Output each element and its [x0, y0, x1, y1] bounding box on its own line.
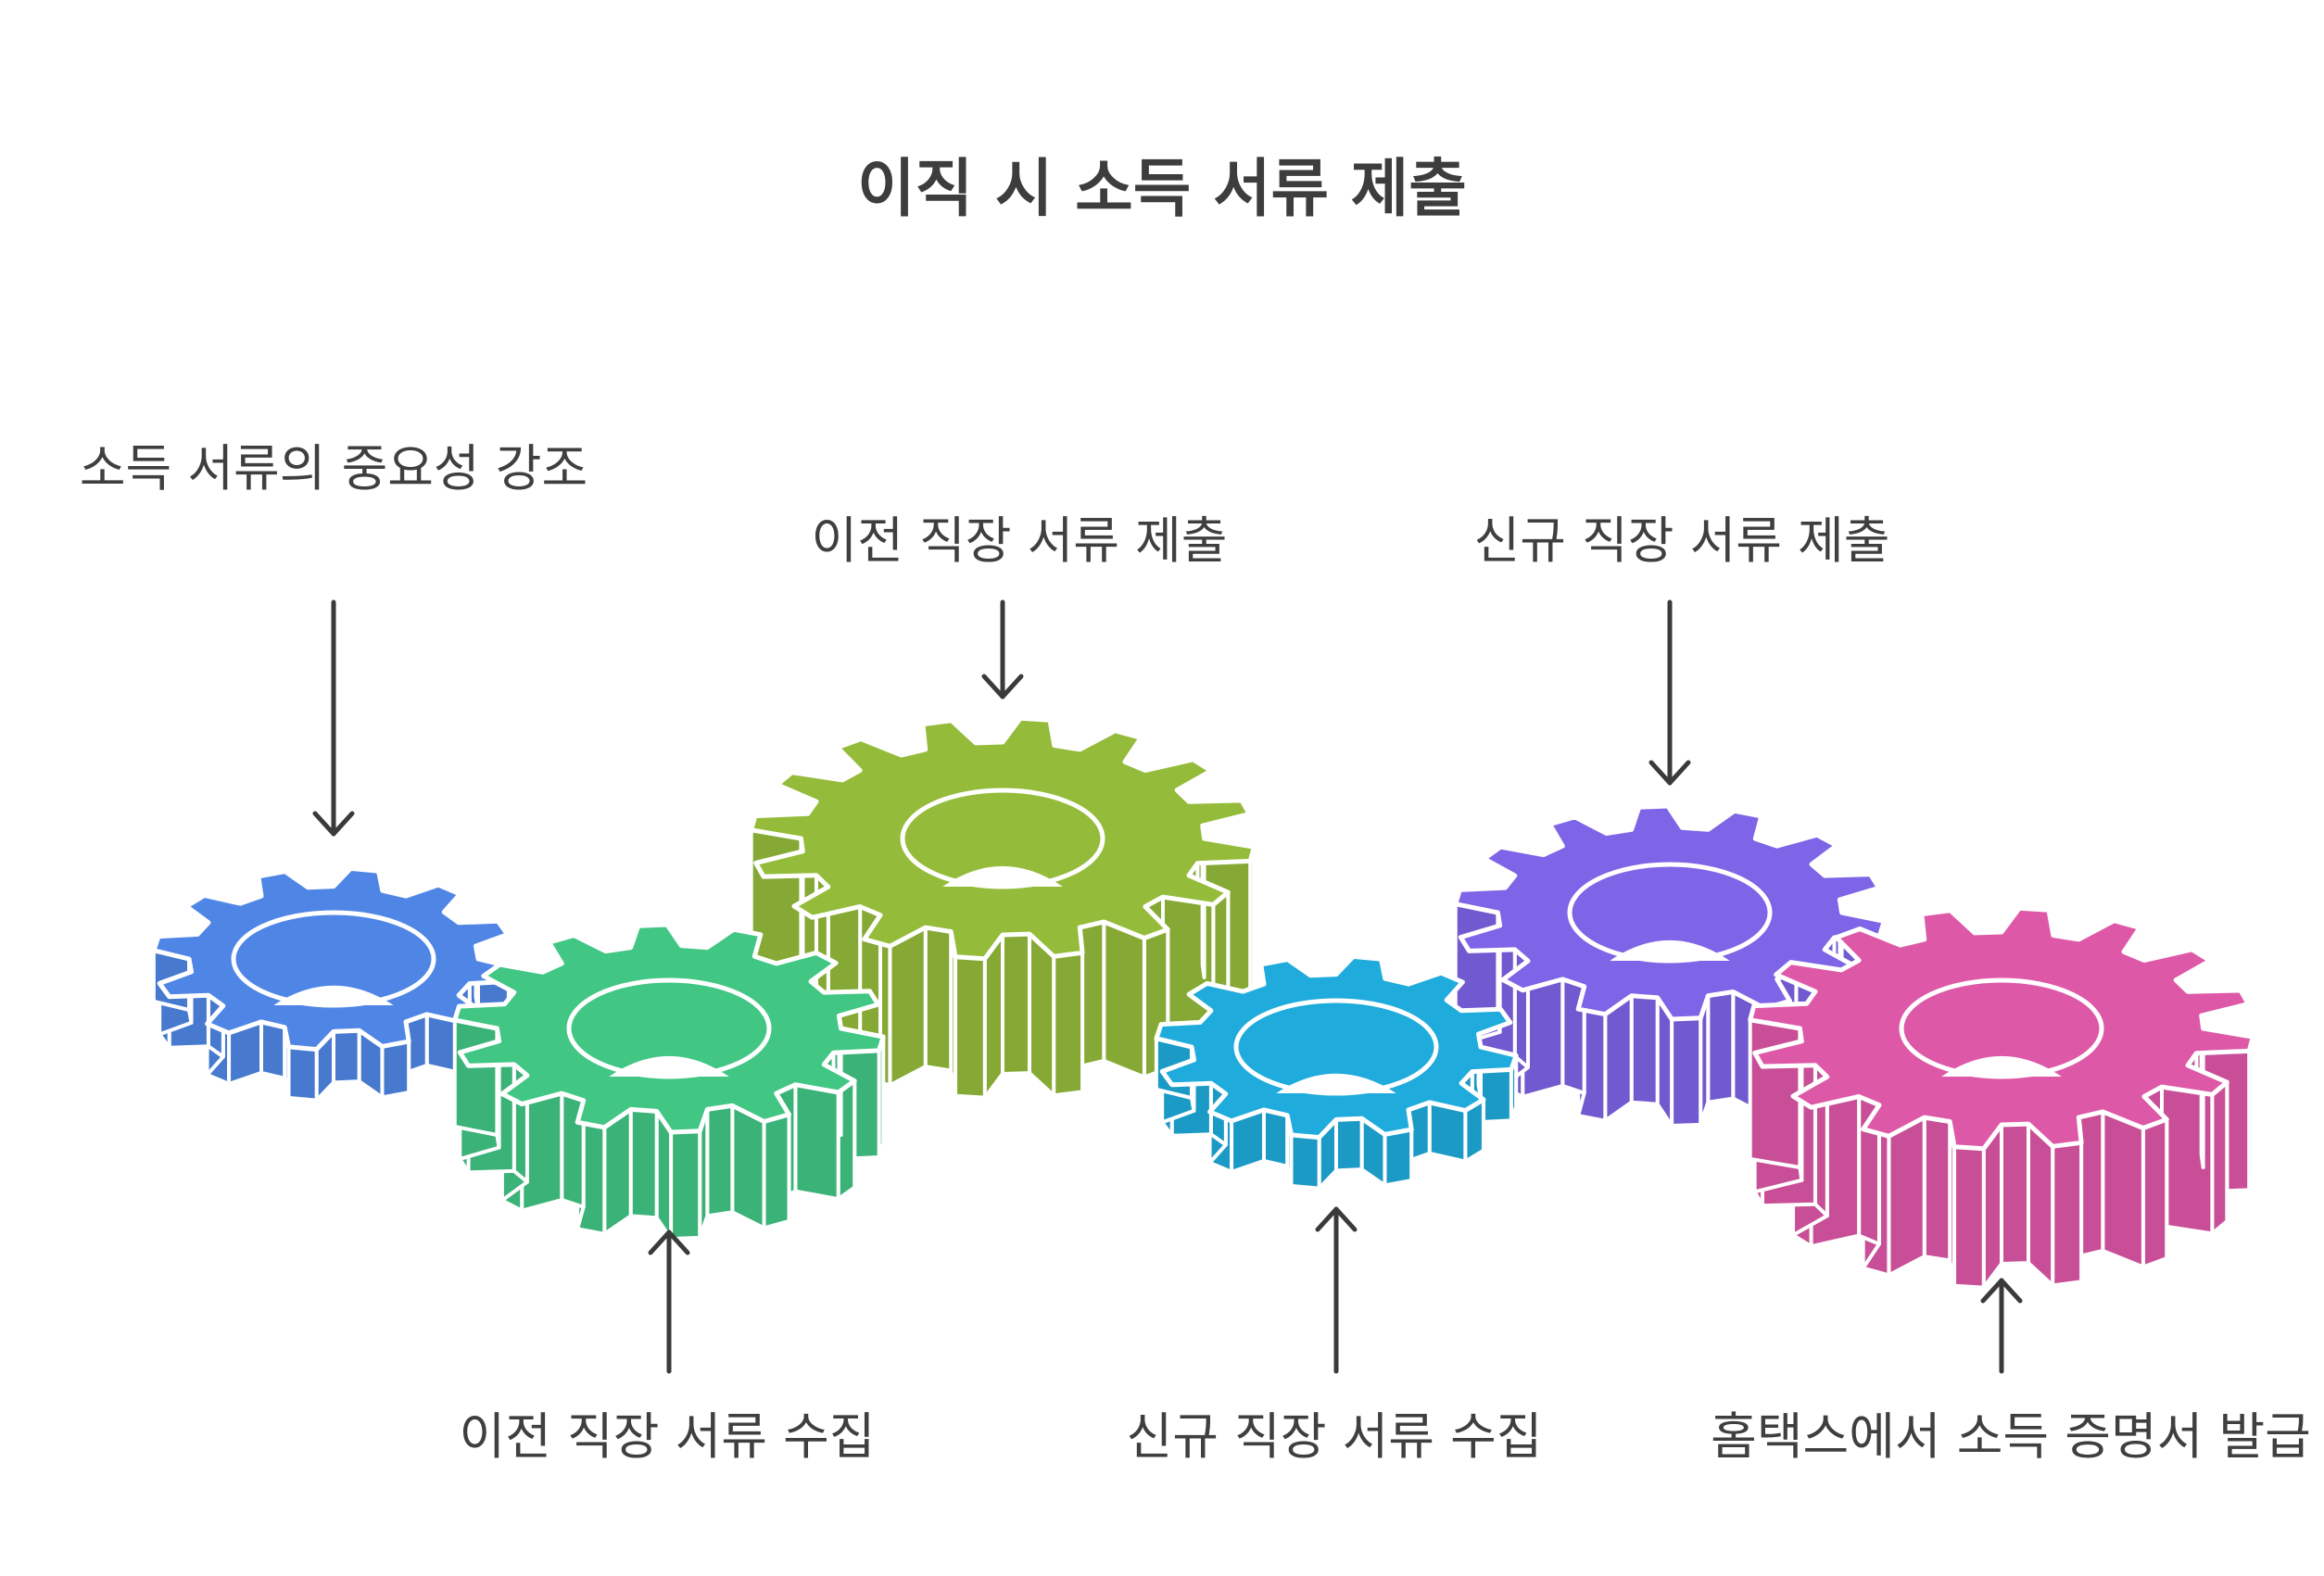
gear-cyan-tooth-wall [1289, 1132, 1321, 1191]
gear-olive-tooth-wall [982, 933, 1004, 1100]
gear-cyan-hole-inner [1276, 1073, 1396, 1093]
gear-magenta-tooth-wall [1922, 1116, 1952, 1263]
gear-olive-tooth-wall [888, 926, 928, 1088]
gear-blue-tooth-wall [286, 1044, 319, 1103]
gear-magenta-tooth-wall [2101, 1109, 2145, 1269]
gear-purple-tooth-wall [1629, 993, 1660, 1106]
gear-purple-tooth-wall [1706, 990, 1736, 1104]
arrow-submit-new [1648, 599, 1691, 786]
gear-blue-hole-inner [273, 985, 394, 1005]
gear-purple-tooth-wall [1453, 901, 1500, 1021]
gear-green [452, 922, 886, 1242]
label-emphasize-income-docs: 소득 서류의 중요성 강조 [79, 439, 588, 498]
gear-green-tooth-wall [762, 1112, 791, 1230]
gear-olive-tooth-wall [1001, 932, 1031, 1076]
gear-olive-tooth-wall [1102, 919, 1146, 1079]
gear-magenta-hole-inner [1941, 1055, 2062, 1077]
gear-blue-tooth-wall [259, 1019, 287, 1080]
gear-magenta-tooth-wall [2141, 1117, 2169, 1269]
gear-blue-tooth-wall [380, 1040, 411, 1100]
gear-magenta-tooth-wall [2051, 1141, 2084, 1288]
gear-magenta-tooth-wall [1887, 1116, 1926, 1278]
gear-green-tooth-wall [452, 1017, 499, 1137]
gear-olive-hole-inner [942, 865, 1063, 887]
gear-blue-tooth-wall [332, 1028, 361, 1085]
gear-olive-tooth-wall [954, 954, 987, 1100]
arrow-submit-previous [981, 599, 1024, 700]
gear-green-tooth-wall [602, 1107, 633, 1236]
gear-magenta [1748, 905, 2255, 1290]
label-hometax-income-certificate: 홈택스에서 소득 증명서 발급 [1711, 1407, 2311, 1466]
gear-magenta-tooth-wall [1952, 1144, 1986, 1290]
gear-green-tooth-wall [628, 1107, 659, 1220]
gear-purple-tooth-wall [1603, 993, 1634, 1123]
gear-green-tooth-wall [705, 1103, 735, 1218]
gear-magenta-tooth-wall [1981, 1123, 2003, 1290]
gear-magenta-tooth-wall [2000, 1122, 2030, 1266]
label-submit-new-job-docs: 신규 직장 서류 제출 [1473, 511, 1890, 570]
gear-olive-tooth-wall [1027, 932, 1056, 1098]
arrow-emphasize [312, 599, 355, 837]
gear-cyan-tooth-wall [1383, 1128, 1414, 1188]
gear-green-tooth-wall [730, 1103, 766, 1230]
gear-magenta-tooth-wall [2210, 1080, 2229, 1236]
gear-olive-tooth-wall [923, 926, 954, 1073]
gear-cyan-tooth-wall [1262, 1107, 1290, 1168]
gear-cyan-tooth-wall [1334, 1116, 1364, 1173]
label-submit-previous-job-docs: 이전 직장 서류 제출 [811, 511, 1228, 570]
gear-cyan [1154, 953, 1519, 1191]
arrow-collect-previous [648, 1229, 690, 1374]
arrow-hometax [1980, 1278, 2023, 1374]
gear-olive-tooth-wall [1052, 951, 1085, 1098]
gear-green-hole-inner [609, 1055, 729, 1077]
label-collect-new-job-docs: 신규 직장 서류 수집 [1126, 1407, 1543, 1466]
gear-green-tooth-wall [793, 1082, 840, 1202]
arrow-collect-new [1315, 1206, 1358, 1374]
gear-purple-hole-inner [1610, 939, 1730, 961]
label-collect-previous-job-docs: 이전 직장 서류 수집 [459, 1407, 876, 1466]
gear-magenta-tooth-wall [2026, 1122, 2055, 1288]
gear-purple-tooth-wall [1670, 1015, 1703, 1128]
diagram-title: 이직 시 소득 서류 제출 [857, 153, 1467, 226]
gear-green-tooth-wall [669, 1128, 702, 1241]
